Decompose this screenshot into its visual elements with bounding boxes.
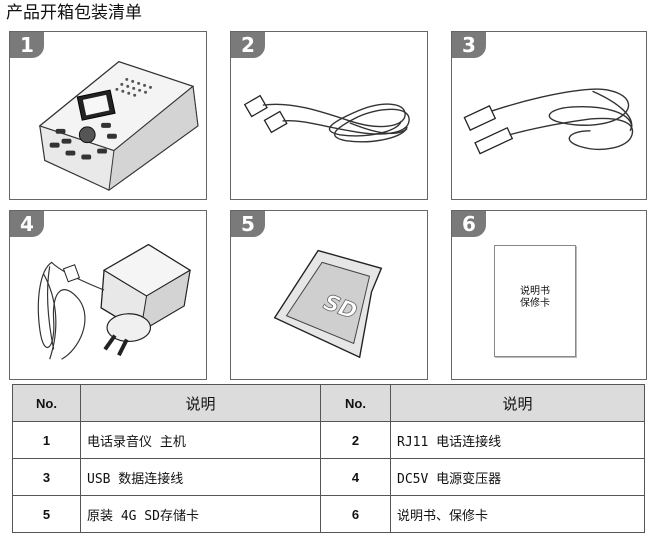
- item-number-badge: 1: [10, 32, 44, 58]
- rj11-cable-icon: [243, 94, 410, 143]
- sd-card-icon: SD: [273, 249, 383, 359]
- recorder-icon: [38, 60, 199, 192]
- item-cell-5: SD 5: [230, 210, 428, 380]
- item-number-badge: 2: [231, 32, 265, 58]
- item-description: RJ11 电话连接线: [390, 421, 645, 459]
- item-description: 电话录音仪 主机: [80, 421, 321, 459]
- item-number: 4: [320, 458, 391, 496]
- column-header-desc: 说明: [80, 384, 321, 422]
- warranty-label: 保修卡: [520, 298, 550, 309]
- table-row: 1 电话录音仪 主机 2 RJ11 电话连接线: [12, 421, 645, 459]
- item-number-badge: 3: [452, 32, 486, 58]
- page-title: 产品开箱包装清单: [6, 3, 142, 23]
- item-number-badge: 4: [10, 211, 44, 237]
- table-header-row: No. 说明 No. 说明: [12, 384, 645, 422]
- item-description: USB 数据连接线: [80, 458, 321, 496]
- item-description: 说明书、保修卡: [390, 495, 645, 533]
- usb-cable-icon: [463, 88, 634, 155]
- item-cell-3: 3: [451, 31, 647, 200]
- manual-label: 说明书: [520, 286, 550, 297]
- manual-icon: 说明书 保修卡: [494, 245, 576, 357]
- column-header-no: No.: [320, 384, 391, 422]
- column-header-no: No.: [12, 384, 81, 422]
- item-number-badge: 6: [452, 211, 486, 237]
- column-header-desc: 说明: [390, 384, 645, 422]
- item-cell-2: 2: [230, 31, 428, 200]
- item-number: 1: [12, 421, 81, 459]
- table-row: 5 原装 4G SD存储卡 6 说明书、保修卡: [12, 495, 645, 533]
- item-number: 2: [320, 421, 391, 459]
- item-description: 原装 4G SD存储卡: [80, 495, 321, 533]
- item-cell-6: 说明书 保修卡 6: [451, 210, 647, 380]
- table-row: 3 USB 数据连接线 4 DC5V 电源变压器: [12, 458, 645, 496]
- item-cell-1: 1: [9, 31, 207, 200]
- power-adapter-icon: [37, 243, 192, 360]
- item-number-badge: 5: [231, 211, 265, 237]
- item-description: DC5V 电源变压器: [390, 458, 645, 496]
- item-number: 6: [320, 495, 391, 533]
- package-contents-table: No. 说明 No. 说明 1 电话录音仪 主机 2 RJ11 电话连接线 3 …: [12, 384, 645, 533]
- item-number: 3: [12, 458, 81, 496]
- item-cell-4: 4: [9, 210, 207, 380]
- item-number: 5: [12, 495, 81, 533]
